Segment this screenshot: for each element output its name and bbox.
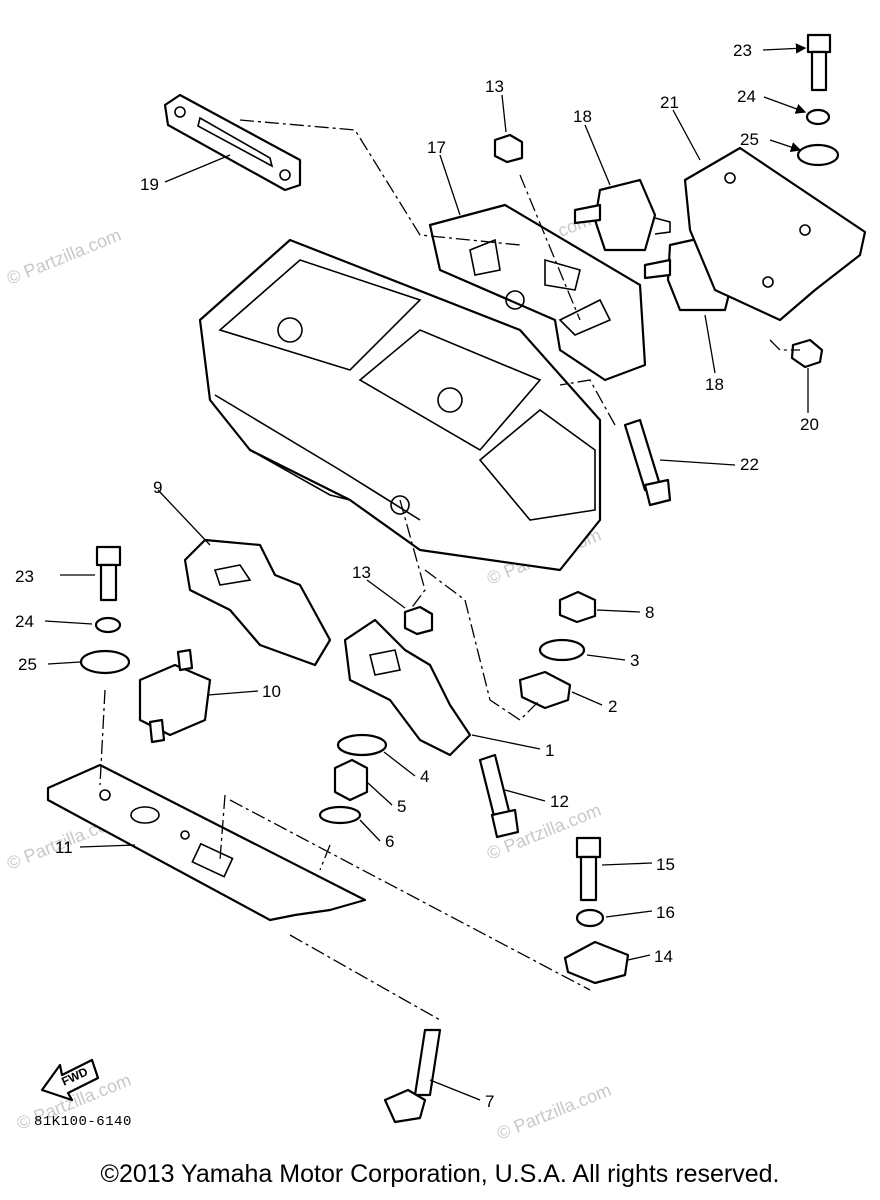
- callout-21: 21: [660, 93, 679, 112]
- part-24-lock-washer-left: [94, 616, 122, 634]
- part-25-washer-top: [796, 143, 840, 167]
- part-20-nut: [790, 338, 824, 369]
- exploded-parts-diagram: © Partzilla.com © Partzilla.com © Partzi…: [4, 33, 867, 1144]
- watermark: © Partzilla.com: [494, 1080, 614, 1144]
- callout-8: 8: [645, 603, 654, 622]
- part-22-bolt: [623, 418, 672, 507]
- part-23-bolt-left: [95, 545, 122, 602]
- part-16-lock-washer: [575, 908, 605, 928]
- callout-22: 22: [740, 455, 759, 474]
- callout-9: 9: [153, 478, 162, 497]
- callout-1: 1: [545, 741, 554, 760]
- callout-13-middle: 13: [352, 563, 371, 582]
- part-13-nut-middle: [403, 605, 434, 636]
- drawing-code: 81K100-6140: [34, 1114, 132, 1130]
- callout-16: 16: [656, 903, 675, 922]
- part-4-washer: [336, 733, 388, 757]
- callout-4: 4: [420, 767, 429, 786]
- assembly-lines: [99, 119, 800, 1021]
- callout-24-left: 24: [15, 612, 34, 631]
- part-15-bolt: [575, 836, 602, 902]
- callout-24-top: 24: [737, 87, 756, 106]
- part-23-bolt-top: [806, 33, 832, 92]
- fwd-direction-icon: FWD: [40, 1058, 100, 1102]
- part-11-base-plate: [46, 763, 367, 922]
- part-12-bolt: [478, 753, 520, 839]
- part-10-rubber-mount: [138, 648, 212, 744]
- part-7-long-bolt: [383, 1028, 442, 1124]
- callouts: 23 24 25 21 13 18 17 19 18 20 22 9 13 23…: [15, 41, 819, 1111]
- callout-7: 7: [485, 1092, 494, 1111]
- watermark: © Partzilla.com: [4, 225, 124, 289]
- callout-12: 12: [550, 792, 569, 811]
- callout-13-top: 13: [485, 77, 504, 96]
- callout-23-left: 23: [15, 567, 34, 586]
- part-6-washer: [318, 805, 362, 825]
- part-13-nut-top: [493, 133, 524, 164]
- part-18-rubber-mount-upper: [573, 178, 671, 252]
- part-25-washer-left: [79, 649, 131, 675]
- part-17-mount-bracket: [428, 203, 647, 382]
- callout-19: 19: [140, 175, 159, 194]
- part-14-nut-plate: [563, 940, 630, 985]
- part-5-collar: [333, 758, 369, 802]
- engine-block: [198, 238, 602, 572]
- callout-14: 14: [654, 947, 673, 966]
- part-8-nut: [558, 590, 597, 624]
- callout-10: 10: [262, 682, 281, 701]
- leader-lines: [44, 43, 809, 1101]
- part-21-plate: [683, 146, 867, 322]
- callout-25-left: 25: [18, 655, 37, 674]
- callout-5: 5: [397, 797, 406, 816]
- part-2-damper: [518, 670, 572, 710]
- callout-23-top: 23: [733, 41, 752, 60]
- callout-18-upper: 18: [573, 107, 592, 126]
- callout-6: 6: [385, 832, 394, 851]
- callout-17: 17: [427, 138, 446, 157]
- callout-25-top: 25: [740, 130, 759, 149]
- callout-11: 11: [55, 838, 73, 857]
- callout-18-lower: 18: [705, 375, 724, 394]
- callout-20: 20: [800, 415, 819, 434]
- part-1-bracket: [343, 618, 472, 757]
- part-3-washer: [538, 638, 586, 662]
- callout-3: 3: [630, 651, 639, 670]
- part-24-lock-washer-top: [805, 108, 831, 126]
- part-19-strap-bracket: [163, 93, 302, 192]
- callout-15: 15: [656, 855, 675, 874]
- callout-2: 2: [608, 697, 617, 716]
- copyright-notice: ©2013 Yamaha Motor Corporation, U.S.A. A…: [100, 1160, 780, 1188]
- part-9-lower-bracket: [183, 538, 332, 667]
